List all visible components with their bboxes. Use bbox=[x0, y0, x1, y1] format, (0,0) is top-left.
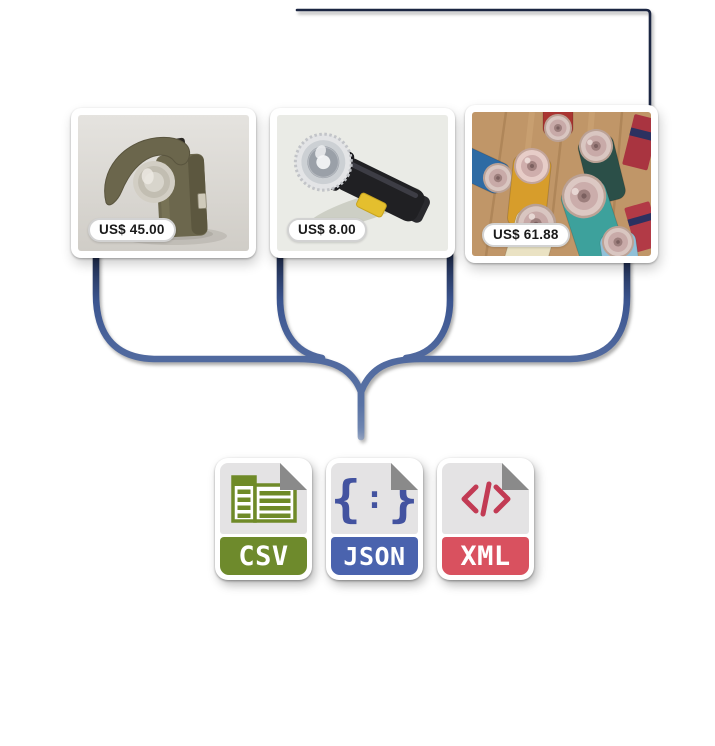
csv-file-page bbox=[220, 463, 307, 534]
xml-file-icon[interactable]: XML bbox=[437, 458, 534, 580]
incoming-wire-top bbox=[295, 8, 652, 114]
json-file-icon[interactable]: { : } JSON bbox=[326, 458, 423, 580]
price-badge: US$ 61.88 bbox=[482, 223, 570, 247]
wire-card1 bbox=[92, 246, 365, 441]
page-fold-corner bbox=[502, 463, 529, 490]
json-label: JSON bbox=[331, 537, 418, 575]
open-brace: { bbox=[330, 469, 361, 528]
xml-file-page bbox=[442, 463, 529, 534]
csv-label: CSV bbox=[220, 537, 307, 575]
spreadsheet-table-icon bbox=[230, 474, 297, 523]
wire-card3 bbox=[357, 250, 631, 441]
olive-lamp-illustration bbox=[78, 115, 249, 251]
code-tag-icon bbox=[461, 481, 510, 516]
flashlight-collection-illustration bbox=[472, 112, 651, 256]
colon-dots: : bbox=[364, 477, 385, 516]
price-badge: US$ 8.00 bbox=[287, 218, 367, 242]
product-photo-flashlight-collection: US$ 61.88 bbox=[472, 112, 651, 256]
export-formats-row: CSV { : } JSON bbox=[215, 458, 534, 580]
xml-label: XML bbox=[442, 537, 529, 575]
price-badge: US$ 45.00 bbox=[88, 218, 176, 242]
product-card-3[interactable]: US$ 61.88 bbox=[465, 105, 658, 263]
page-fold-corner bbox=[280, 463, 307, 490]
product-photo-olive-lamp: US$ 45.00 bbox=[78, 115, 249, 251]
wire-card2-right bbox=[402, 250, 454, 362]
page-fold-corner bbox=[391, 463, 418, 490]
product-card-1[interactable]: US$ 45.00 bbox=[71, 108, 256, 258]
product-photo-black-flashlight: US$ 8.00 bbox=[277, 115, 448, 251]
product-card-2[interactable]: US$ 8.00 bbox=[270, 108, 455, 258]
json-file-page: { : } bbox=[331, 463, 418, 534]
csv-file-icon[interactable]: CSV bbox=[215, 458, 312, 580]
wire-card2-left bbox=[276, 246, 326, 362]
